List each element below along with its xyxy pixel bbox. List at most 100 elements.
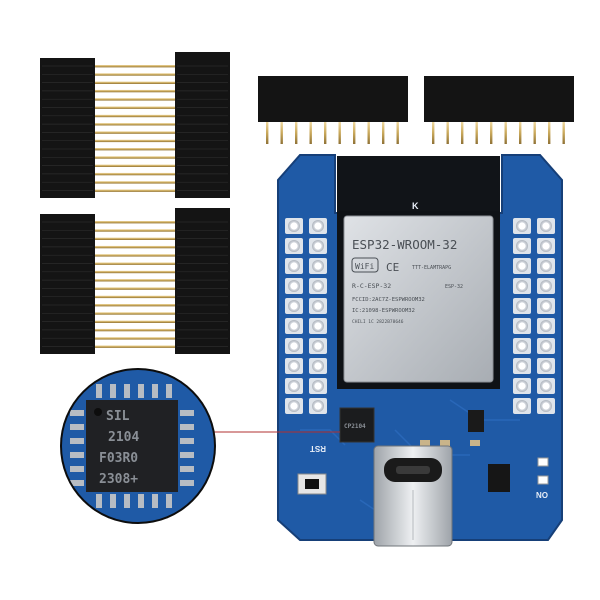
chip-pad [70, 410, 84, 416]
pin-hole [312, 340, 324, 352]
header-pin [95, 114, 175, 118]
chip-pad [166, 384, 172, 398]
cap-1 [420, 440, 430, 446]
header-pin [95, 139, 175, 143]
chip-pad [180, 452, 194, 458]
pin-hole [288, 240, 300, 252]
pin-hole [516, 340, 528, 352]
ce-mark: CE [386, 261, 399, 274]
header-pin [95, 81, 175, 84]
header-pin [95, 98, 175, 101]
pin-hole [516, 320, 528, 332]
reset-button[interactable] [297, 473, 327, 495]
pin-hole [288, 320, 300, 332]
rst-label: RST [310, 444, 326, 453]
chip-pad [152, 384, 158, 398]
shield-bottom-line: CHILI 1C 2822B78646 [352, 319, 404, 325]
header-pin [95, 245, 175, 249]
pin-hole [516, 220, 528, 232]
header-body-left [40, 214, 95, 354]
male-header-pin [475, 122, 478, 144]
pin-hole [288, 340, 300, 352]
pin-hole [288, 220, 300, 232]
antenna-mark: K [412, 201, 419, 211]
pin-hole [288, 400, 300, 412]
zoom-chip-body [86, 400, 178, 492]
pin-hole [540, 260, 552, 272]
male-header-pin [504, 122, 507, 144]
pin-hole [312, 320, 324, 332]
esp32-board: K ESP32-WROOM-32 WiFi CE TTT-ELAMTRAPG R… [277, 154, 563, 547]
pin-hole [312, 300, 324, 312]
chip-pad [124, 384, 130, 398]
pin-hole [288, 300, 300, 312]
header-pin [95, 221, 175, 224]
male-header-pin [461, 122, 464, 144]
chip-pad [180, 424, 194, 430]
header-pin [95, 254, 175, 257]
led-right [537, 457, 549, 467]
pin-hole [288, 280, 300, 292]
chip-pad [180, 480, 194, 486]
header-pin [95, 312, 175, 315]
male-header-pin [548, 122, 551, 144]
chip-pad [180, 466, 194, 472]
male-header-right [424, 76, 574, 144]
header-body-left [40, 58, 95, 198]
header-pin [95, 65, 175, 68]
male-header-pin [280, 122, 283, 144]
female-header-pair-bottom [40, 208, 230, 354]
right-pin-holes [513, 218, 555, 414]
pin-hole [540, 220, 552, 232]
header-pin [95, 89, 175, 93]
pin-hole [540, 280, 552, 292]
male-header-pin [324, 122, 327, 144]
chip-pad [110, 494, 116, 508]
pin-hole [312, 280, 324, 292]
male-header-pin [432, 122, 435, 144]
chip-pad [138, 494, 144, 508]
male-header-pin [562, 122, 565, 144]
header-pin [95, 189, 175, 192]
chip-pad [70, 466, 84, 472]
male-header-pin [367, 122, 370, 144]
transistor [488, 464, 510, 492]
chip-pad [96, 384, 102, 398]
pin-hole [516, 360, 528, 372]
small-chip-label: CP2104 [344, 423, 366, 430]
chip-pad [138, 384, 144, 398]
pin-hole [312, 220, 324, 232]
pin-hole [540, 320, 552, 332]
zoom-chip-line1: SIL [106, 409, 130, 424]
header-pin [95, 73, 175, 76]
header-pin [95, 304, 175, 307]
pin-hole [516, 260, 528, 272]
chip-pad [180, 410, 194, 416]
header-pin [95, 229, 175, 232]
zoom-inset: SIL 2104 F03R0 2308+ [62, 370, 214, 522]
usb-c-port[interactable] [373, 445, 453, 547]
male-header-pin [382, 122, 385, 144]
header-pin [95, 123, 175, 126]
pin-hole [312, 360, 324, 372]
svg-text:WiFi: WiFi [355, 262, 374, 271]
male-header-pin [338, 122, 341, 144]
chip-pad [152, 494, 158, 508]
male-header-body [424, 76, 574, 122]
pin-hole [288, 380, 300, 392]
header-pin [95, 337, 175, 340]
header-pin [95, 345, 175, 348]
male-header-pin [446, 122, 449, 144]
header-pin [95, 156, 175, 159]
chip-pad [70, 424, 84, 430]
pin-hole [540, 300, 552, 312]
pin1-dot [94, 408, 102, 416]
male-header-pin [309, 122, 312, 144]
module-title: ESP32-WROOM-32 [352, 237, 457, 252]
pin-hole [516, 380, 528, 392]
male-header-left [258, 76, 408, 144]
pin-hole [312, 260, 324, 272]
pin-hole [540, 240, 552, 252]
chip-pad [70, 480, 84, 486]
male-header-pin [353, 122, 356, 144]
